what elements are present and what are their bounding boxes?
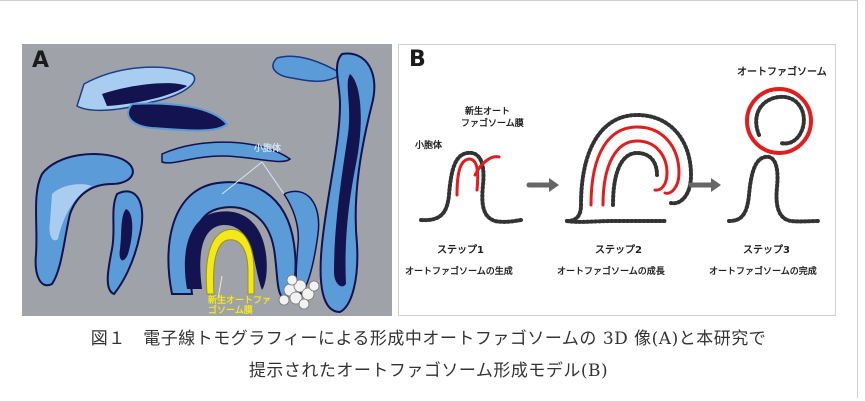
panel-b-letter: B <box>409 47 426 72</box>
panel-b-model: B 小胞体 新生オート ファゴソーム膜 オートファゴソーム ステップ1 オートフ… <box>398 44 836 316</box>
step3-title: ステップ3 <box>743 245 790 257</box>
step1-desc: オートファゴソームの生成 <box>405 267 513 277</box>
step1-title: ステップ1 <box>437 245 484 257</box>
figure-caption-line2: 提示されたオートファゴソーム形成モデル(B) <box>0 356 857 381</box>
panel-b-nascent-label-line2: ファゴソーム膜 <box>461 119 524 129</box>
panel-b-vesicle-label: 小胞体 <box>415 141 442 151</box>
figure-caption-line1: 図１ 電子線トモグラフィーによる形成中オートファゴソームの 3D 像(A)と本研… <box>0 324 857 349</box>
panel-a-letter: A <box>32 48 49 73</box>
panel-a-tomography: A 小胞体 新生オートファゴソーム膜 <box>22 44 392 316</box>
panel-b-nascent-label-line1: 新生オート <box>465 107 510 117</box>
step3-desc: オートファゴソームの完成 <box>709 267 817 277</box>
panel-b-autophagosome-label: オートファゴソーム <box>737 67 827 79</box>
step2-title: ステップ2 <box>595 245 642 257</box>
tomography-illustration <box>22 44 392 316</box>
step2-desc: オートファゴソームの成長 <box>557 267 665 277</box>
panel-a-membrane-label: 新生オートファゴソーム膜 <box>208 296 278 316</box>
panel-a-vesicle-label: 小胞体 <box>254 144 281 154</box>
